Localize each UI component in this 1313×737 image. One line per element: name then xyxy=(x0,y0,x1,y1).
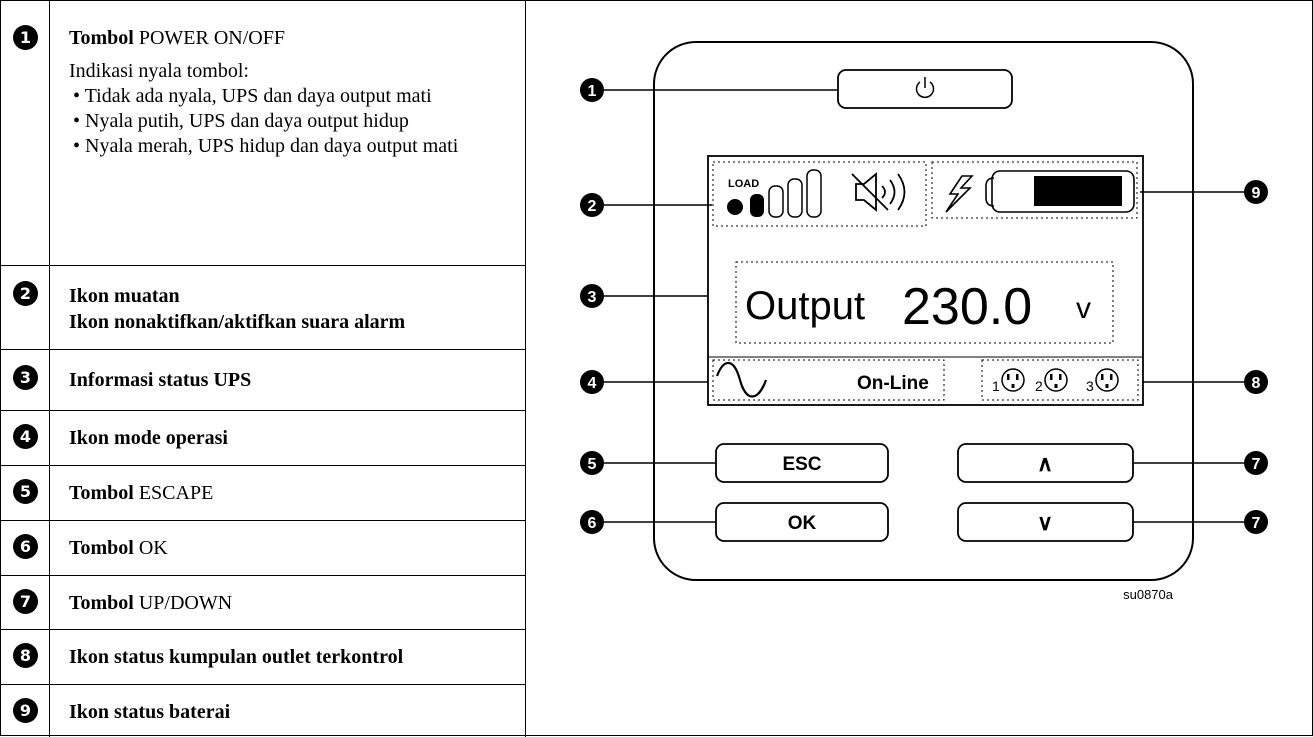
bullet-item: • Nyala merah, UPS hidup dan daya output… xyxy=(73,135,459,157)
lightning-icon xyxy=(945,175,974,213)
row-label-bold: Tombol xyxy=(69,592,134,614)
esc-button[interactable]: ESC xyxy=(715,443,889,483)
row-description: Informasi status UPS xyxy=(69,367,525,393)
row-label-bold: Tombol xyxy=(69,537,134,559)
lcd-display xyxy=(707,155,1144,406)
ok-button-label: OK xyxy=(788,513,817,534)
outlet-number: 2 xyxy=(1035,378,1043,394)
outlet-group-3: 3 xyxy=(1086,368,1119,394)
mode-label: On-Line xyxy=(857,373,929,394)
outlet-number: 1 xyxy=(992,378,1000,394)
callout-number: 4 xyxy=(588,375,597,392)
row-description: Tombol ESCAPE xyxy=(69,480,525,506)
callout-number: 2 xyxy=(588,198,597,215)
row-label: Informasi status UPS xyxy=(69,369,252,391)
status-unit: v xyxy=(1076,292,1091,325)
status-value: 230.0 xyxy=(902,278,1032,336)
row-number-badge: 7 xyxy=(13,589,38,614)
outlet-group-2: 2 xyxy=(1035,368,1068,394)
battery-icon xyxy=(985,170,1135,213)
outlet-group-1: 1 xyxy=(992,368,1025,394)
callout-number: 1 xyxy=(588,83,597,100)
power-button[interactable] xyxy=(837,69,1013,109)
row-label-bold: Tombol xyxy=(69,27,134,49)
row-label-text: UP/DOWN xyxy=(138,592,233,614)
row-label: Ikon muatan xyxy=(69,285,180,307)
row-divider xyxy=(1,684,525,685)
down-button[interactable]: ∨ xyxy=(957,502,1134,542)
outlet-number: 3 xyxy=(1086,378,1094,394)
row-divider xyxy=(1,520,525,521)
power-icon xyxy=(915,77,935,99)
figure-code: su0870a xyxy=(1123,587,1174,602)
row-label: Ikon mode operasi xyxy=(69,427,228,449)
row-label-text: POWER ON/OFF xyxy=(138,27,285,49)
row-description: Tombol OK xyxy=(69,535,525,561)
row-label: Ikon status kumpulan outlet terkontrol xyxy=(69,646,404,668)
row-divider xyxy=(1,349,525,350)
row-label: Ikon nonaktifkan/aktifkan suara alarm xyxy=(69,311,406,333)
callout-number: 7 xyxy=(1252,456,1261,473)
down-arrow-icon: ∨ xyxy=(1037,510,1053,535)
outlet-area xyxy=(981,359,1139,401)
bullet-item: • Tidak ada nyala, UPS dan daya output m… xyxy=(73,85,432,107)
row-description: Ikon mode operasi xyxy=(69,425,525,451)
load-mute-area xyxy=(712,161,927,227)
status-area xyxy=(735,261,1114,344)
mode-area xyxy=(712,359,945,401)
speaker-mute-icon xyxy=(851,172,906,212)
row-label: Ikon status baterai xyxy=(69,701,231,723)
up-button[interactable]: ∧ xyxy=(957,443,1134,483)
row-number-badge: 9 xyxy=(13,698,38,723)
row-description: Tombol POWER ON/OFF Indikasi nyala tombo… xyxy=(69,25,525,159)
ups-front-panel-diagram: 1 2 3 4 5 6 7 7 8 9 LOAD xyxy=(580,41,1268,602)
row-number-badge: 3 xyxy=(13,365,38,390)
outlet-icon xyxy=(1001,368,1025,392)
row-number-badge: 2 xyxy=(13,281,38,306)
row-description: Ikon status kumpulan outlet terkontrol xyxy=(69,644,525,670)
panel-outline xyxy=(653,41,1194,581)
callout-number: 8 xyxy=(1252,375,1261,392)
outlet-icon xyxy=(1044,368,1068,392)
row-divider xyxy=(1,465,525,466)
column-divider-diagram xyxy=(525,1,526,737)
row-divider xyxy=(1,575,525,576)
sine-wave-icon xyxy=(715,361,768,398)
row-label-text: ESCAPE xyxy=(138,482,214,504)
ok-button[interactable]: OK xyxy=(715,502,889,542)
row-number-badge: 1 xyxy=(13,25,38,50)
callout-number: 6 xyxy=(588,515,597,532)
row-description: Ikon muatan Ikon nonaktifkan/aktifkan su… xyxy=(69,283,525,335)
row-number-badge: 8 xyxy=(13,643,38,668)
row-subtitle: Indikasi nyala tombol: xyxy=(69,60,249,82)
row-number-badge: 4 xyxy=(13,424,38,449)
callout-number: 3 xyxy=(588,289,597,306)
row-divider xyxy=(1,629,525,630)
row-label-bold: Tombol xyxy=(69,482,134,504)
callout-number: 7 xyxy=(1252,515,1261,532)
column-divider-number xyxy=(49,1,50,737)
row-description: Tombol UP/DOWN xyxy=(69,590,525,616)
bullet-item: • Nyala putih, UPS dan daya output hidup xyxy=(73,110,409,132)
outlet-icon xyxy=(1095,368,1119,392)
row-description: Ikon status baterai xyxy=(69,699,525,725)
up-arrow-icon: ∧ xyxy=(1037,451,1053,476)
status-word: Output xyxy=(745,284,865,328)
esc-button-label: ESC xyxy=(782,454,821,475)
row-label-text: OK xyxy=(138,537,168,559)
callout-number: 9 xyxy=(1252,185,1261,202)
callout-badges: 1 2 3 4 5 6 7 7 8 9 xyxy=(580,78,1268,534)
load-bars-icon xyxy=(727,169,822,218)
row-number-badge: 5 xyxy=(13,479,38,504)
row-number-badge: 6 xyxy=(13,534,38,559)
callout-number: 5 xyxy=(588,456,597,473)
row-divider xyxy=(1,265,525,266)
load-label: LOAD xyxy=(728,178,759,190)
callout-lines xyxy=(604,89,1244,523)
row-divider xyxy=(1,410,525,411)
